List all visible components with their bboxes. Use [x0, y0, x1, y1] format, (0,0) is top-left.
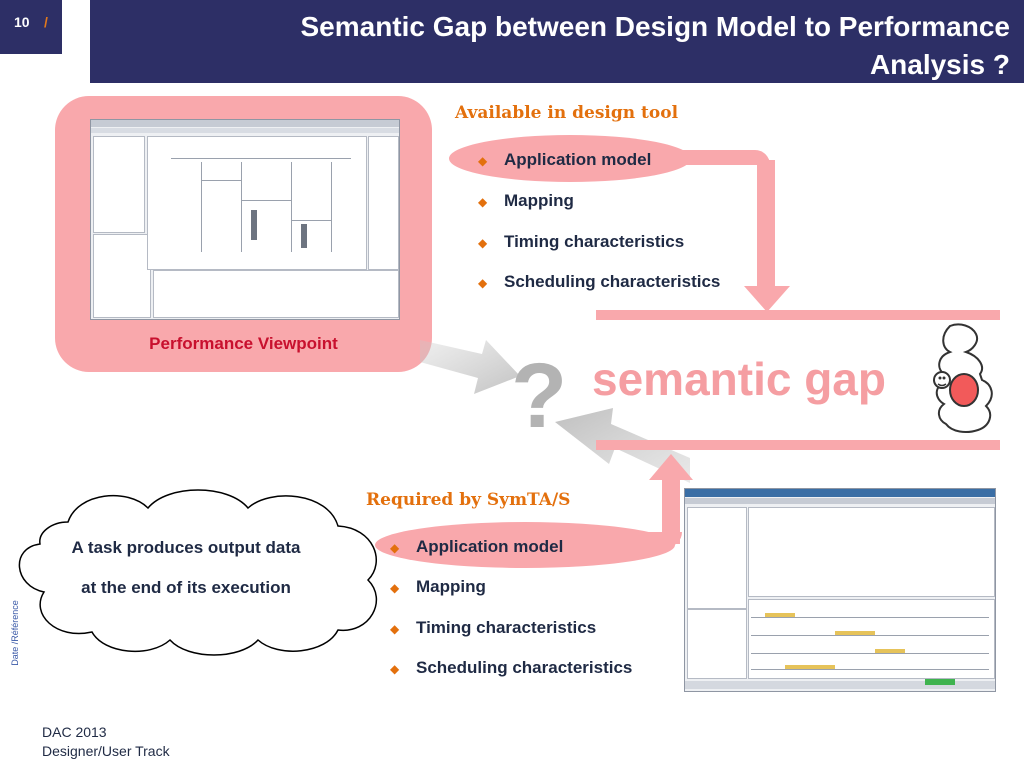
stretched-figure-icon	[933, 323, 993, 433]
screenshot-titlebar	[685, 489, 995, 497]
cloud-text-line-2: at the end of its execution	[81, 578, 291, 597]
design-tool-heading: Available in design tool	[455, 103, 679, 123]
screenshot-tree-panel	[687, 507, 747, 609]
diagram-line	[201, 162, 202, 252]
question-mark: ?	[511, 345, 568, 447]
pipe-arrowhead-down	[744, 286, 790, 312]
viewpoint-arrow	[420, 340, 520, 394]
diamond-bullet-icon: ◆	[478, 236, 488, 250]
semantic-gap-label: semantic gap	[592, 353, 886, 405]
timeline-bar	[875, 649, 905, 653]
diagram-line	[291, 162, 292, 252]
footer-track: Designer/User Track	[42, 743, 170, 759]
diagram-line	[201, 180, 241, 181]
figure-shirt	[949, 373, 979, 407]
timeline-bar	[835, 631, 875, 635]
diamond-bullet-icon: ◆	[390, 622, 400, 636]
screenshot-toolbar	[91, 120, 399, 127]
symta-heading: Required by SymTA/S	[366, 490, 571, 510]
symta-item: ◆Timing characteristics	[390, 618, 597, 637]
design-tool-screenshot	[90, 119, 400, 320]
screenshot-tree-panel	[93, 136, 145, 233]
screenshot-outline-panel	[687, 609, 747, 679]
diamond-bullet-icon: ◆	[478, 195, 488, 209]
diamond-bullet-icon: ◆	[390, 541, 400, 555]
header-left-tab	[0, 0, 62, 54]
screenshot-properties-panel	[153, 270, 399, 318]
screenshot-toolbar-2	[91, 128, 399, 133]
design-tool-item: ◆Application model	[478, 150, 652, 169]
design-tool-item: ◆Mapping	[478, 191, 574, 210]
gap-top-bar	[596, 310, 1000, 320]
pipe-horizontal	[680, 150, 770, 165]
symta-item: ◆Scheduling characteristics	[390, 658, 633, 677]
screenshot-list-panel	[93, 234, 151, 318]
symta-screenshot	[684, 488, 996, 692]
viewpoint-label: Performance Viewpoint	[149, 334, 338, 353]
timeline-line	[751, 617, 989, 618]
thought-cloud	[18, 489, 378, 656]
symta-highlight	[375, 522, 675, 568]
symta-item: ◆Mapping	[390, 577, 486, 596]
screenshot-form-panel	[748, 507, 995, 597]
title-line-1: Semantic Gap between Design Model to Per…	[300, 11, 1010, 42]
timeline-line	[751, 635, 989, 636]
diagram-line	[291, 220, 331, 221]
diagram-line	[241, 162, 242, 252]
diamond-bullet-icon: ◆	[478, 154, 488, 168]
diagram-block	[251, 210, 257, 240]
progress-indicator	[925, 679, 955, 685]
cloud-text-line-1: A task produces output data	[71, 538, 301, 557]
diagram-block	[301, 224, 307, 248]
timeline-bar	[785, 665, 835, 669]
diamond-bullet-icon: ◆	[390, 662, 400, 676]
screenshot-statusbar	[685, 681, 995, 689]
diagram-line	[241, 200, 291, 201]
diagram-line	[331, 162, 332, 252]
slide-separator: /	[44, 14, 48, 30]
design-tool-highlight	[449, 135, 691, 182]
timeline-line	[751, 653, 989, 654]
symta-item: ◆Application model	[390, 537, 564, 556]
pipe-vertical	[757, 160, 775, 288]
diagram-line	[171, 158, 351, 159]
design-tool-item: ◆Scheduling characteristics	[478, 272, 721, 291]
gap-bottom-bar	[596, 440, 1000, 450]
diamond-bullet-icon: ◆	[478, 276, 488, 290]
pipe-arrowhead-up	[649, 454, 693, 480]
pipe-vertical	[662, 478, 680, 544]
screenshot-toolbar	[685, 498, 995, 504]
timeline-bar	[765, 613, 795, 617]
footer-event: DAC 2013	[42, 724, 107, 740]
header-bar	[90, 0, 1024, 83]
date-reference-label: Date /Référence	[10, 600, 20, 666]
slide-number: 10	[14, 14, 30, 30]
diamond-bullet-icon: ◆	[390, 581, 400, 595]
arrow-shape	[420, 340, 520, 394]
design-tool-item: ◆Timing characteristics	[478, 232, 685, 251]
page-title: Semantic Gap between Design Model to Per…	[150, 8, 1010, 84]
screenshot-diagram-panel	[147, 136, 367, 270]
screenshot-palette-panel	[368, 136, 399, 270]
title-line-2: Analysis ?	[869, 49, 1010, 80]
timeline-line	[751, 669, 989, 670]
